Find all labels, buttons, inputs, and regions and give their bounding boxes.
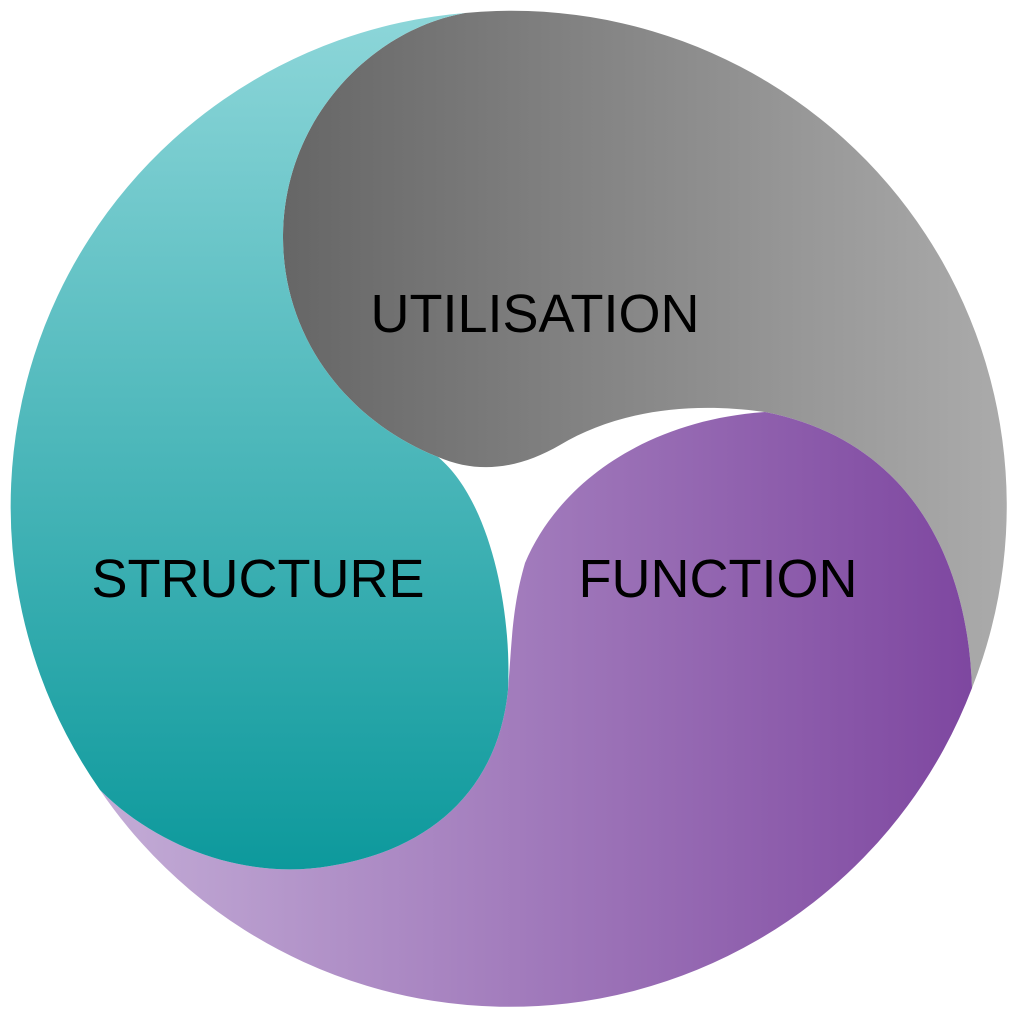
label-function: FUNCTION bbox=[579, 549, 858, 609]
segment-function bbox=[100, 412, 972, 1007]
label-structure: STRUCTURE bbox=[92, 549, 425, 609]
segment-structure bbox=[10, 13, 509, 870]
label-utilisation: UTILISATION bbox=[370, 284, 699, 344]
segment-utilisation bbox=[282, 10, 1007, 688]
